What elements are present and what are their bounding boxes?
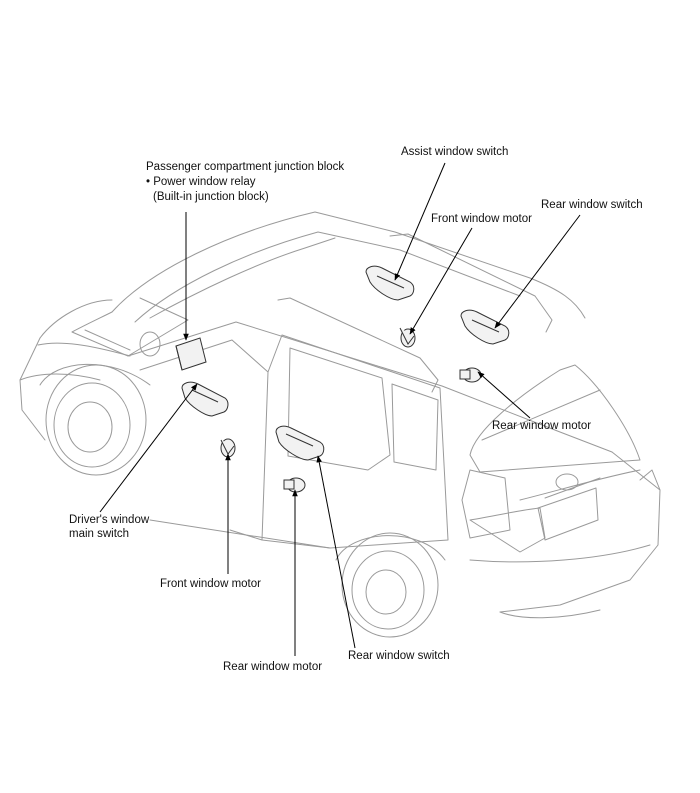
assist-window-switch-icon xyxy=(365,265,415,301)
leader-drivers-window-main-switch xyxy=(99,383,198,513)
rear-window-motor-left-label: Rear window motor xyxy=(223,661,323,673)
junction-block-note-label: (Built-in junction block) xyxy=(153,191,269,203)
rear-window-switch-right-icon xyxy=(460,309,510,345)
leader-front-window-motor-right xyxy=(409,227,473,335)
junction-block-title-label: Passenger compartment junction block xyxy=(146,161,345,173)
front-window-motor-left-label: Front window motor xyxy=(160,578,261,590)
junction-block-relay-label: • Power window relay xyxy=(146,176,256,188)
rear-window-switch-left-icon xyxy=(275,425,325,461)
drivers-window-main-switch-label-line2: main switch xyxy=(69,528,130,540)
rear-window-switch-right-label: Rear window switch xyxy=(541,199,643,211)
leader-assist-window-switch xyxy=(394,162,446,281)
rear-window-switch-left-label: Rear window switch xyxy=(348,650,450,662)
rear-window-motor-left-icon xyxy=(283,477,306,493)
leader-rear-window-switch-left xyxy=(316,455,356,649)
front-window-motor-right-label: Front window motor xyxy=(431,213,532,225)
rear-window-motor-right-icon xyxy=(459,367,482,383)
rear-window-motor-right-label: Rear window motor xyxy=(492,420,592,432)
leader-rear-window-motor-right xyxy=(477,371,531,419)
drivers-window-main-switch-label-line1: Driver's window xyxy=(69,514,150,526)
assist-window-switch-label: Assist window switch xyxy=(401,146,509,158)
leader-rear-window-switch-right xyxy=(494,214,581,329)
drivers-window-main-switch-icon xyxy=(181,381,229,417)
front-window-motor-right-icon xyxy=(399,327,416,348)
junction-block-icon xyxy=(175,337,207,371)
